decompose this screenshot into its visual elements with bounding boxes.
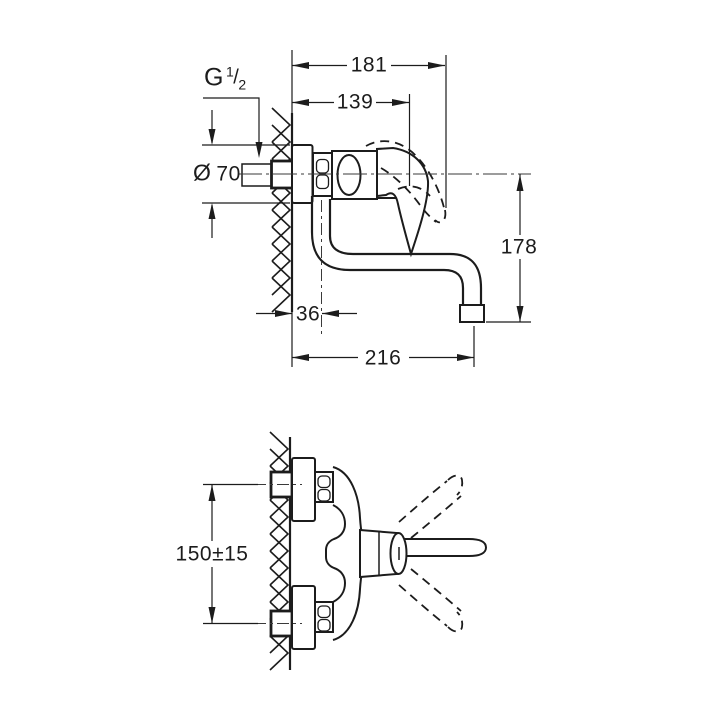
plan-view	[203, 431, 488, 671]
dimension-label-150: 150±15	[175, 542, 249, 566]
thread-slash: /	[233, 66, 240, 89]
hex-nut-facet	[317, 605, 331, 619]
dimension-150	[203, 483, 258, 625]
dimension-label-178: 178	[500, 235, 538, 259]
diameter-value: 70	[216, 162, 241, 186]
hex-nut-facet	[317, 488, 331, 502]
lever-handle	[376, 146, 430, 258]
lever-swing-dashed	[398, 474, 464, 633]
mixer-body-notch	[325, 504, 347, 603]
hex-nut-facet	[315, 174, 330, 190]
wall-hatching-icon	[271, 107, 291, 313]
dimension-label-139: 139	[336, 90, 374, 114]
side-view	[202, 50, 531, 367]
dimension-label-216: 216	[364, 346, 402, 370]
hex-nut-facet	[317, 618, 331, 632]
lever-raised-dashed	[365, 140, 447, 224]
supply-pipe	[241, 163, 273, 187]
wall-flange	[291, 585, 316, 650]
spout-nozzle	[459, 304, 485, 323]
spout-inner-edge	[328, 199, 483, 305]
spout-outer-edge	[310, 196, 465, 305]
wall-flange	[291, 457, 316, 522]
hex-nut-facet	[315, 158, 330, 174]
dimension-36	[256, 310, 357, 317]
lever-handle	[403, 538, 488, 557]
cartridge-dome	[336, 154, 362, 196]
hex-nut-facet	[317, 475, 331, 489]
dimension-181	[292, 55, 447, 208]
dimension-label-181: 181	[350, 53, 388, 77]
thread-numerator: 1	[225, 63, 235, 80]
dimension-dia-70	[202, 110, 290, 238]
thread-letter: G	[204, 63, 224, 92]
diameter-symbol: Ø	[193, 159, 212, 186]
dimension-216	[292, 326, 475, 367]
dimension-label-36: 36	[295, 302, 321, 326]
thread-denominator: 2	[238, 76, 247, 93]
dimension-178	[486, 174, 531, 323]
thread-leader	[203, 97, 263, 158]
dimension-139	[292, 94, 411, 186]
